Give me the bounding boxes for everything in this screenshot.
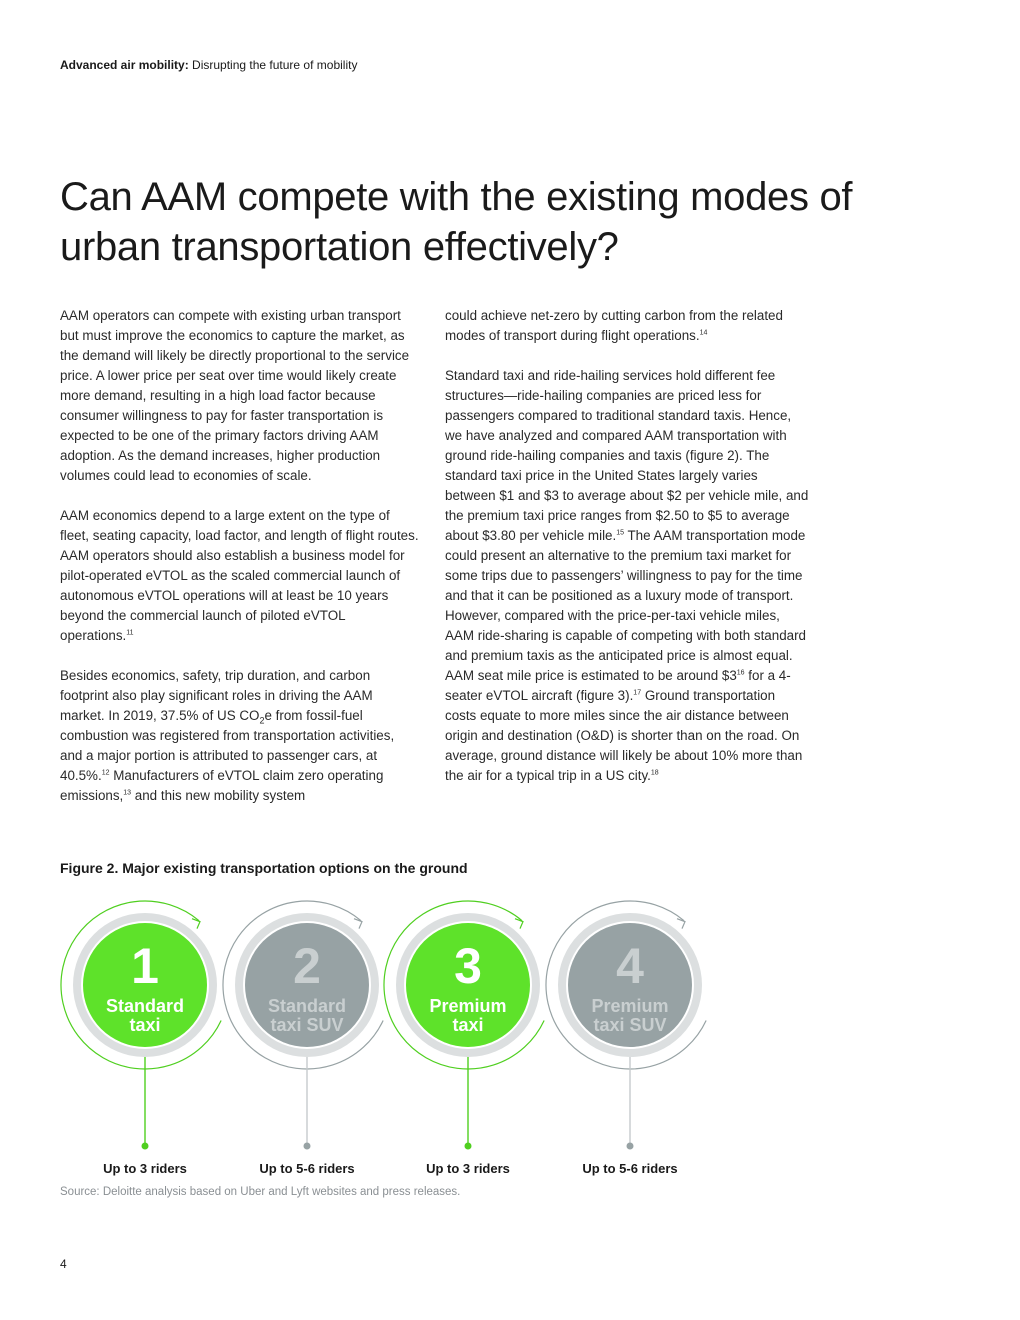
connector-dot [141, 1142, 149, 1150]
page-title: Can AAM compete with the existing modes … [60, 175, 853, 269]
footnote-ref: 13 [123, 789, 132, 797]
footnote-ref: 12 [101, 769, 110, 777]
arrow-icon [514, 918, 524, 929]
option-circle [83, 923, 207, 1047]
figure-title: Figure 2. Major existing transportation … [60, 860, 468, 876]
page-number: 4 [60, 1257, 67, 1271]
footnote-ref: 17 [633, 689, 642, 697]
option-circle [568, 923, 692, 1047]
footnote-ref: 16 [736, 669, 745, 677]
paragraph: Standard taxi and ride-hailing services … [445, 368, 809, 783]
connector-dot [303, 1142, 311, 1150]
source-note: Source: Deloitte analysis based on Uber … [60, 1186, 461, 1198]
option-label-line1: Premium [591, 996, 668, 1016]
paragraph: AAM economics depend to a large extent o… [60, 508, 419, 643]
option-label-line2: taxi [452, 1015, 483, 1035]
option-label-line1: Premium [429, 996, 506, 1016]
option-label-line2: taxi SUV [270, 1015, 343, 1035]
connector-dot [626, 1142, 634, 1150]
riders-label: Up to 3 riders [426, 1161, 510, 1176]
paragraph: could achieve net-zero by cutting carbon… [445, 308, 783, 343]
paragraph: AAM operators can compete with existing … [60, 308, 410, 483]
report-title: Advanced air mobility: [60, 58, 189, 72]
footnote-ref: 11 [126, 629, 134, 637]
connector-dot [464, 1142, 472, 1150]
report-subtitle: Disrupting the future of mobility [188, 58, 358, 72]
subscript: 2 [259, 715, 265, 726]
arrow-icon [191, 918, 201, 929]
running-header: Advanced air mobility: Disrupting the fu… [60, 58, 357, 72]
riders-label: Up to 5-6 riders [582, 1161, 677, 1176]
outer-ring [383, 900, 545, 1070]
option-number: 2 [293, 938, 321, 994]
riders-label: Up to 5-6 riders [259, 1161, 354, 1176]
footnote-ref: 14 [699, 329, 708, 337]
riders-label: Up to 3 riders [103, 1161, 187, 1176]
footnote-ref: 18 [650, 769, 659, 777]
paragraph: Besides economics, safety, trip duration… [60, 668, 395, 803]
footnote-ref: 15 [616, 529, 625, 537]
option-circle [245, 923, 369, 1047]
option-circle [406, 923, 530, 1047]
arrow-icon [353, 918, 363, 929]
option-label-line1: Standard [268, 996, 346, 1016]
option-label-line1: Standard [106, 996, 184, 1016]
option-label-line2: taxi [129, 1015, 160, 1035]
arrow-icon [676, 918, 686, 929]
left-column: AAM operators can compete with existing … [60, 306, 420, 826]
outer-ring [222, 900, 384, 1070]
option-number: 4 [616, 938, 644, 994]
outer-ring [60, 900, 222, 1070]
option-number: 3 [454, 938, 482, 994]
right-column: could achieve net-zero by cutting carbon… [445, 306, 810, 806]
option-number: 1 [131, 938, 159, 994]
option-label-line2: taxi SUV [593, 1015, 666, 1035]
outer-ring [545, 900, 707, 1070]
